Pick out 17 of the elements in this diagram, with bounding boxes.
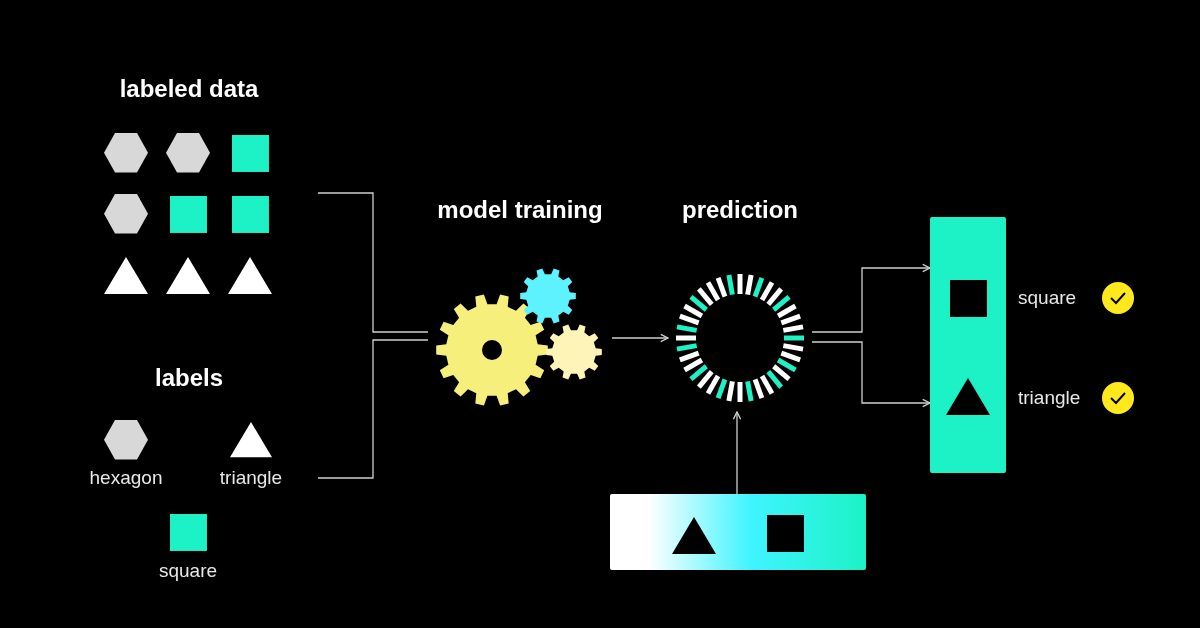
input-bar [610, 494, 866, 570]
shape-label: square [158, 560, 218, 582]
arrow [732, 411, 742, 495]
arrow [811, 341, 931, 408]
heading: labeled data [119, 75, 259, 103]
heading: labels [155, 364, 223, 392]
result-label: triangle [1018, 387, 1081, 409]
output-panel [930, 217, 1006, 473]
arrow [811, 263, 931, 333]
connector-line [317, 339, 429, 479]
heading: model training [437, 196, 603, 224]
result-label: square [1018, 287, 1077, 309]
heading: prediction [682, 196, 798, 224]
shape-label: hexagon [89, 467, 163, 489]
arrow [611, 333, 669, 343]
connector-line [317, 192, 429, 333]
shape-label: triangle [219, 467, 283, 489]
